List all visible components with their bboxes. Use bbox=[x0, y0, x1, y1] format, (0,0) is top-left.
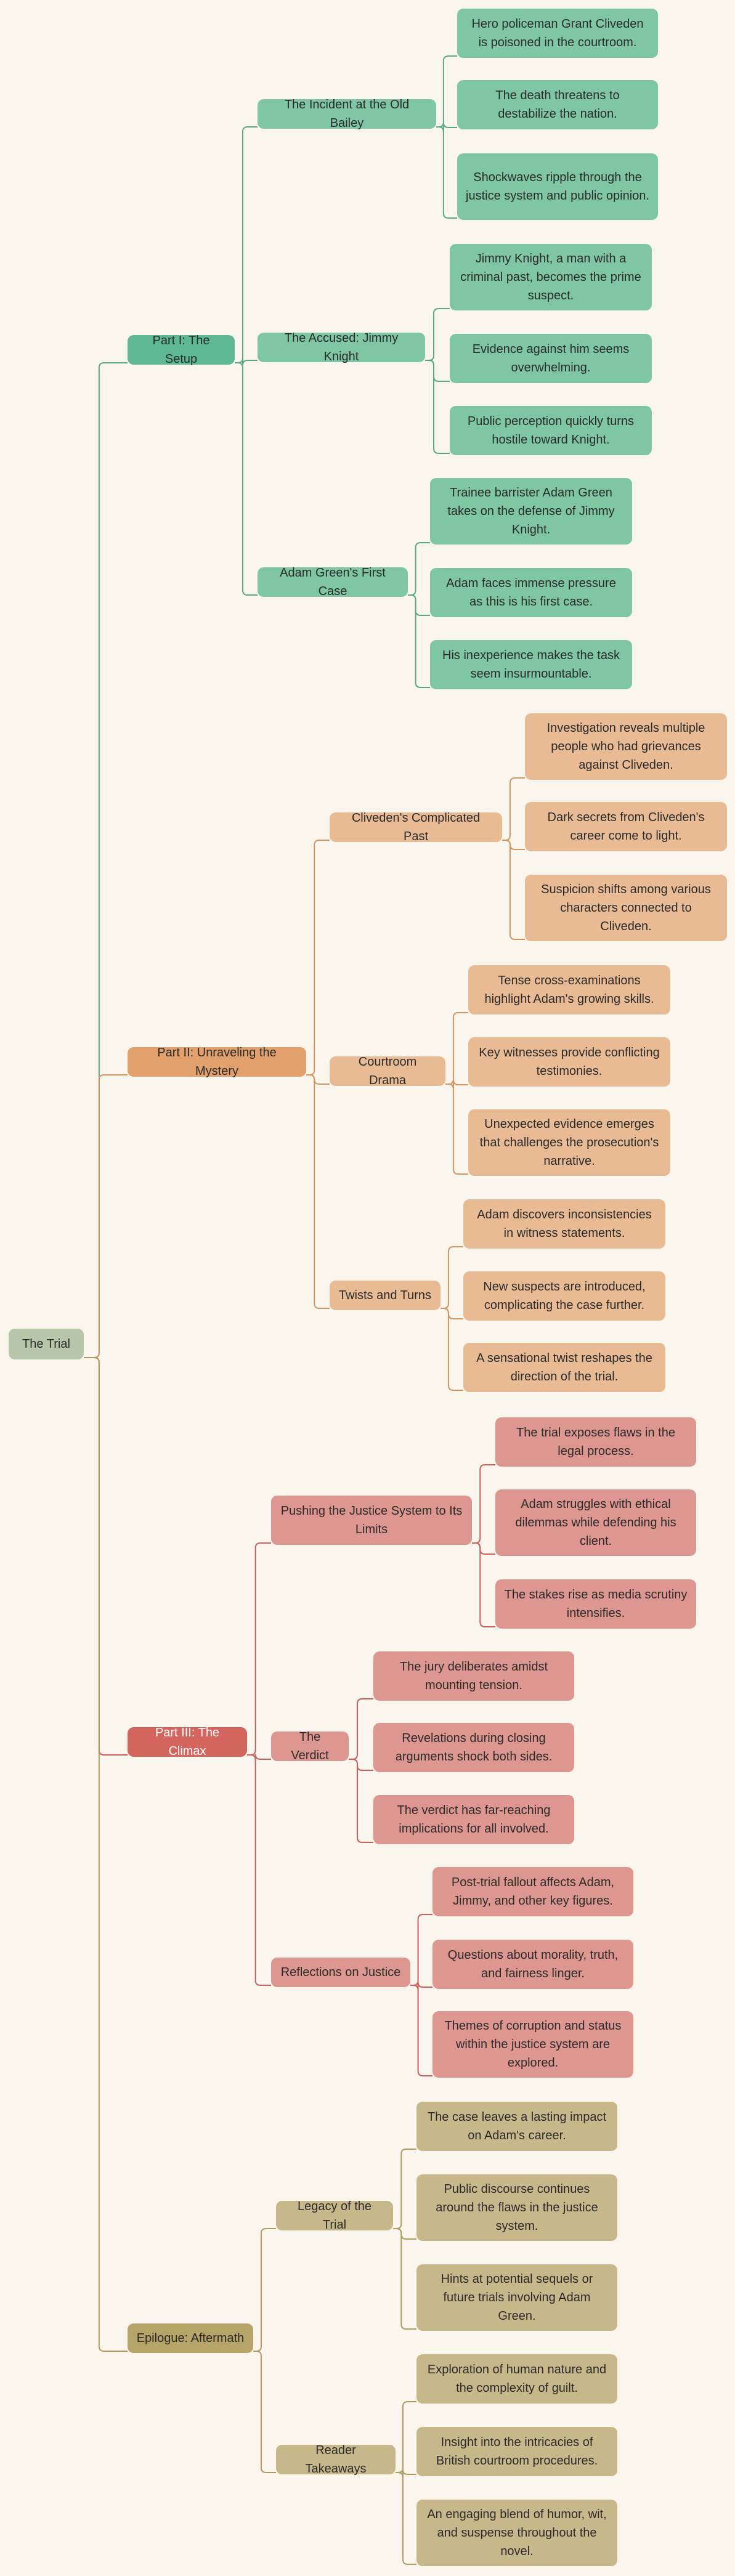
connector-line bbox=[349, 1759, 373, 1843]
connector-line bbox=[472, 1542, 495, 1627]
section-node-verdict: The Verdict bbox=[271, 1730, 349, 1762]
detail-node: Themes of corruption and status within t… bbox=[432, 2011, 633, 2078]
connector-line bbox=[253, 2351, 276, 2473]
connector-line bbox=[408, 542, 430, 596]
connector-line bbox=[235, 126, 258, 363]
detail-node: Jimmy Knight, a man with a criminal past… bbox=[450, 244, 652, 310]
connector-line bbox=[247, 1754, 271, 1986]
connector-line bbox=[436, 55, 457, 128]
detail-node: The stakes rise as media scrutiny intens… bbox=[495, 1579, 696, 1629]
detail-node: The death threatens to destabilize the n… bbox=[457, 80, 658, 129]
connector-line bbox=[425, 308, 450, 361]
section-node-takeaways: Reader Takeaways bbox=[276, 2444, 396, 2476]
section-node-legacy: Legacy of the Trial bbox=[276, 2200, 393, 2232]
connector-line bbox=[235, 357, 258, 366]
connector-line bbox=[349, 1698, 373, 1760]
connector-line bbox=[436, 126, 457, 219]
part-node-setup: Part I: The Setup bbox=[128, 334, 235, 366]
detail-node: Adam struggles with ethical dilemmas whi… bbox=[495, 1489, 696, 1556]
connector-line bbox=[410, 1985, 432, 2076]
connector-line bbox=[441, 1246, 463, 1309]
connector-line bbox=[425, 360, 450, 454]
connector-line bbox=[441, 1308, 463, 1319]
connector-line bbox=[393, 2228, 416, 2240]
detail-node: Hints at potential sequels or future tri… bbox=[416, 2264, 617, 2331]
detail-node: Evidence against him seems overwhelming. bbox=[450, 334, 652, 383]
detail-node: Insight into the intricacies of British … bbox=[416, 2427, 617, 2476]
connector-line bbox=[502, 777, 525, 841]
connector-line bbox=[393, 2228, 416, 2330]
section-node-pushing-limits: Pushing the Justice System to Its Limits bbox=[271, 1496, 472, 1545]
connector-line bbox=[502, 840, 525, 850]
part-node-unraveling: Part II: Unraveling the Mystery bbox=[128, 1046, 306, 1078]
detail-node: The case leaves a lasting impact on Adam… bbox=[416, 2102, 617, 2151]
detail-node: Questions about morality, truth, and fai… bbox=[432, 1940, 633, 1989]
section-node-incident: The Incident at the Old Bailey bbox=[258, 98, 436, 130]
section-node-accused: The Accused: Jimmy Knight bbox=[258, 331, 425, 363]
detail-node: His inexperience makes the task seem ins… bbox=[430, 640, 632, 689]
detail-node: Hero policeman Grant Cliveden is poisone… bbox=[457, 9, 658, 58]
detail-node: Tense cross-examinations highlight Adam'… bbox=[468, 965, 670, 1015]
detail-node: Post-trial fallout affects Adam, Jimmy, … bbox=[432, 1867, 633, 1916]
connector-line bbox=[84, 1074, 128, 1358]
section-node-twists: Twists and Turns bbox=[330, 1281, 441, 1310]
detail-node: An engaging blend of humor, wit, and sus… bbox=[416, 2500, 617, 2566]
part-node-epilogue: Epilogue: Aftermath bbox=[128, 2323, 253, 2353]
section-node-reflections: Reflections on Justice bbox=[271, 1958, 410, 1987]
detail-node: Public perception quickly turns hostile … bbox=[450, 406, 652, 455]
section-node-cliveden-past: Cliveden's Complicated Past bbox=[330, 811, 502, 843]
section-node-courtroom-drama: Courtroom Drama bbox=[330, 1055, 445, 1087]
connector-line bbox=[84, 1357, 128, 1756]
connector-line bbox=[441, 1308, 463, 1391]
connector-line bbox=[393, 2149, 416, 2229]
detail-node: A sensational twist reshapes the directi… bbox=[463, 1343, 665, 1392]
connector-line bbox=[349, 1759, 373, 1771]
connector-line bbox=[408, 594, 430, 616]
detail-node: Trainee barrister Adam Green takes on th… bbox=[430, 478, 632, 545]
connector-line bbox=[396, 2469, 416, 2478]
connector-line bbox=[84, 1357, 128, 2352]
connector-line bbox=[306, 1074, 330, 1309]
connector-line bbox=[425, 360, 450, 382]
detail-node: The trial exposes flaws in the legal pro… bbox=[495, 1417, 696, 1467]
detail-node: Exploration of human nature and the comp… bbox=[416, 2354, 617, 2404]
connector-line bbox=[306, 1074, 330, 1085]
connector-line bbox=[408, 594, 430, 688]
connector-line bbox=[84, 362, 128, 1358]
connector-line bbox=[235, 362, 258, 596]
root-node: The Trial bbox=[9, 1329, 84, 1359]
detail-node: Suspicion shifts among various character… bbox=[525, 875, 727, 941]
detail-node: Unexpected evidence emerges that challen… bbox=[468, 1109, 670, 1176]
detail-node: Investigation reveals multiple people wh… bbox=[525, 713, 727, 780]
connector-line bbox=[253, 2228, 276, 2352]
connector-line bbox=[306, 840, 330, 1075]
detail-node: Key witnesses provide conflicting testim… bbox=[468, 1037, 670, 1087]
detail-node: New suspects are introduced, complicatin… bbox=[463, 1271, 665, 1321]
connector-line bbox=[410, 1914, 432, 1986]
detail-node: Dark secrets from Cliveden's career come… bbox=[525, 802, 727, 851]
connector-line bbox=[396, 2472, 416, 2565]
part-node-climax: Part III: The Climax bbox=[128, 1726, 247, 1758]
connector-line bbox=[472, 1542, 495, 1555]
connector-line bbox=[502, 840, 525, 940]
detail-node: Revelations during closing arguments sho… bbox=[373, 1723, 574, 1772]
detail-node: Adam discovers inconsistencies in witnes… bbox=[463, 1199, 665, 1249]
connector-line bbox=[445, 1083, 468, 1175]
detail-node: Shockwaves ripple through the justice sy… bbox=[457, 153, 658, 220]
connector-line bbox=[472, 1464, 495, 1544]
section-node-adam-first-case: Adam Green's First Case bbox=[258, 566, 408, 598]
connector-line bbox=[396, 2401, 416, 2473]
connector-line bbox=[247, 1542, 271, 1756]
connector-line bbox=[445, 1012, 468, 1085]
connector-line bbox=[410, 1982, 432, 1991]
detail-node: Public discourse continues around the fl… bbox=[416, 2174, 617, 2241]
detail-node: The jury deliberates amidst mounting ten… bbox=[373, 1651, 574, 1701]
detail-node: Adam faces immense pressure as this is h… bbox=[430, 568, 632, 617]
detail-node: The verdict has far-reaching implication… bbox=[373, 1795, 574, 1844]
